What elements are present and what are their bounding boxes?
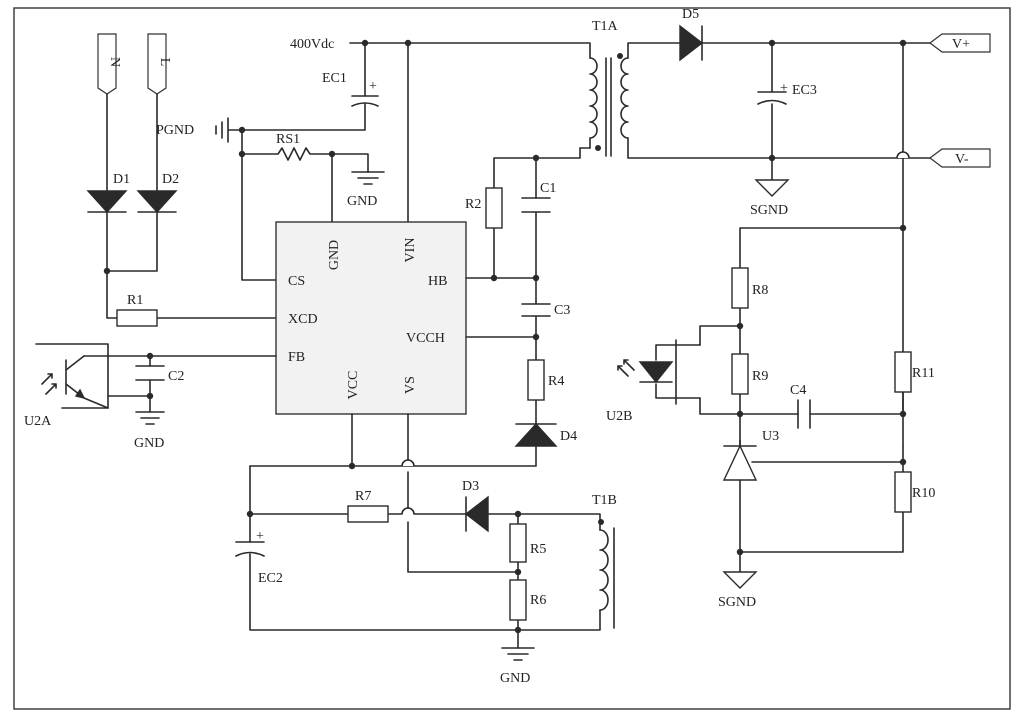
net-sgnd-2: SGND xyxy=(718,595,756,610)
pgnd-symbol xyxy=(215,117,243,143)
pin-vin: VIN xyxy=(403,238,418,263)
label-t1b: T1B xyxy=(592,493,617,508)
resistor-r2 xyxy=(485,187,503,229)
label-u2b: U2B xyxy=(606,409,632,424)
diode-d1 xyxy=(86,190,128,214)
terminal-l-label: L xyxy=(157,58,172,67)
resistor-r6 xyxy=(509,579,527,621)
label-d5: D5 xyxy=(682,7,699,22)
pin-cs: CS xyxy=(288,274,305,289)
label-t1a: T1A xyxy=(592,19,619,34)
pin-vs: VS xyxy=(403,376,418,394)
pin-hb: HB xyxy=(428,274,447,289)
resistor-r8 xyxy=(731,267,749,309)
transformer-t1a xyxy=(579,53,629,157)
resistor-r5 xyxy=(509,523,527,563)
pin-xcd: XCD xyxy=(288,312,318,327)
rectifier-wires xyxy=(106,93,158,272)
plus-ec3: + xyxy=(780,81,788,96)
input-terminals: N L xyxy=(97,33,172,95)
label-c3: C3 xyxy=(554,303,570,318)
gnd-symbol-3 xyxy=(501,647,535,661)
diode-d5 xyxy=(679,24,704,62)
resistor-r9 xyxy=(731,353,749,395)
optocoupler-u2b xyxy=(617,339,701,405)
gnd-symbol-1 xyxy=(351,171,385,185)
plus-ec2: + xyxy=(256,529,264,544)
net-400vdc: 400Vdc xyxy=(290,37,334,52)
label-r11: R11 xyxy=(912,366,935,381)
label-r8: R8 xyxy=(752,283,768,298)
optocoupler-u2a xyxy=(41,355,109,409)
label-c1: C1 xyxy=(540,181,556,196)
label-r2: R2 xyxy=(465,197,481,212)
label-u2a: U2A xyxy=(24,414,52,429)
label-d2: D2 xyxy=(162,172,179,187)
transformer-t1b xyxy=(598,519,615,629)
net-gnd-2: GND xyxy=(134,436,164,451)
label-d3: D3 xyxy=(462,479,479,494)
regulator-u3 xyxy=(722,444,758,481)
terminal-vplus xyxy=(929,33,991,53)
pin-vcch: VCCH xyxy=(406,331,445,346)
net-gnd-1: GND xyxy=(347,194,377,209)
terminal-vminus-label: V- xyxy=(955,152,969,167)
label-r6: R6 xyxy=(530,593,546,608)
gnd-symbol-2 xyxy=(107,395,165,425)
resistor-r7 xyxy=(347,505,389,523)
diode-d4 xyxy=(514,422,558,447)
label-d4: D4 xyxy=(560,429,577,444)
sgnd-symbol-1 xyxy=(754,179,790,197)
label-r9: R9 xyxy=(752,369,768,384)
label-u3: U3 xyxy=(762,429,779,444)
terminal-l xyxy=(147,33,167,95)
label-r5: R5 xyxy=(530,542,546,557)
diode-d2 xyxy=(136,190,178,214)
terminal-vminus xyxy=(929,148,991,168)
resistor-r10 xyxy=(894,471,912,513)
plus-ec1: + xyxy=(369,79,377,94)
resistor-rs1 xyxy=(241,147,333,161)
label-ec3: EC3 xyxy=(792,83,817,98)
label-r1: R1 xyxy=(127,293,143,308)
label-ec1: EC1 xyxy=(322,71,347,86)
label-c2: C2 xyxy=(168,369,184,384)
net-pgnd: PGND xyxy=(156,123,194,138)
label-r10: R10 xyxy=(912,486,935,501)
controller-ic xyxy=(275,221,467,415)
resistor-r11 xyxy=(894,351,912,393)
pin-vcc: VCC xyxy=(346,371,361,400)
terminal-n xyxy=(97,33,117,95)
terminal-vplus-label: V+ xyxy=(952,37,970,52)
resistor-r1 xyxy=(116,309,158,327)
resistor-r4 xyxy=(527,359,545,401)
label-d1: D1 xyxy=(113,172,130,187)
label-ec2: EC2 xyxy=(258,571,283,586)
label-r7: R7 xyxy=(355,489,371,504)
pin-fb: FB xyxy=(288,350,305,365)
diode-d3 xyxy=(464,495,489,533)
net-gnd-3: GND xyxy=(500,671,530,686)
frame-border xyxy=(13,7,1011,710)
sgnd-symbol-2 xyxy=(722,571,758,589)
label-c4: C4 xyxy=(790,383,806,398)
label-rs1: RS1 xyxy=(276,132,300,147)
terminal-n-label: N xyxy=(107,57,122,67)
net-sgnd-1: SGND xyxy=(750,203,788,218)
label-r4: R4 xyxy=(548,374,564,389)
pin-gnd: GND xyxy=(327,240,342,270)
